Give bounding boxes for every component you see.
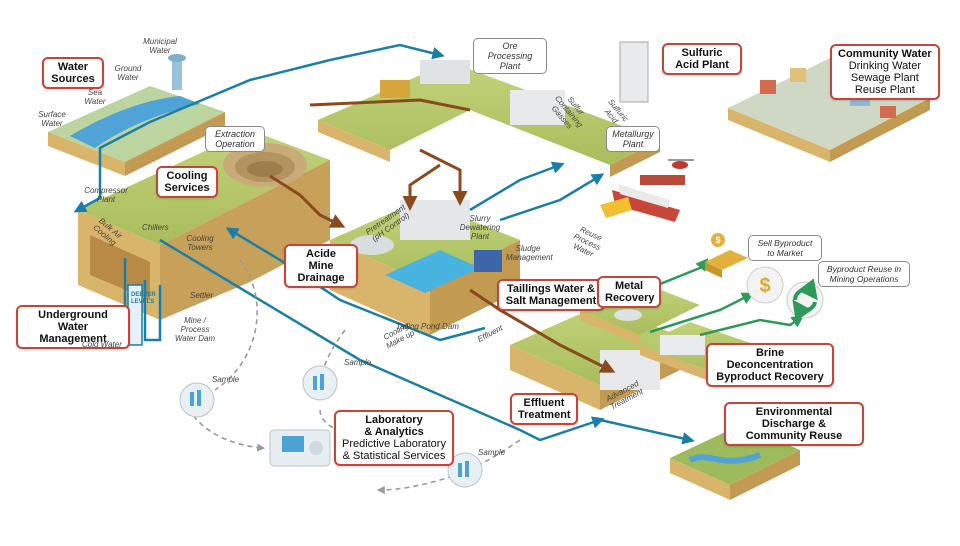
underground-water-text: Underground Water Management <box>38 309 108 345</box>
mine-process-dam-text: Mine / Process Water Dam <box>174 316 216 343</box>
community-water-title: Community Water <box>838 48 932 60</box>
byproduct-reuse-label[interactable]: Byproduct Reuse in Mining Operations <box>818 261 910 287</box>
recycle-icon <box>786 278 824 322</box>
acid-mine-drainage-label[interactable]: Acide Mine Drainage <box>284 244 358 288</box>
brine-deconcentration-label[interactable]: Brine Deconcentration Byproduct Recovery <box>706 343 834 387</box>
sample-vials-icon <box>179 382 215 418</box>
environmental-discharge-label[interactable]: Environmental Discharge & Community Reus… <box>724 402 864 446</box>
cold-water-text: Cold Water <box>82 340 122 349</box>
chillers-text: Chillers <box>142 223 169 232</box>
surface-water-text: Surface Water <box>38 110 66 128</box>
community-water-label[interactable]: Community Water Drinking Water Sewage Pl… <box>830 44 940 100</box>
sell-byproduct-text: Sell Byproduct to Market <box>757 238 813 258</box>
ship-icon <box>612 184 680 222</box>
ground-water-text: Ground Water <box>114 64 142 82</box>
community-water-line: Drinking Water <box>848 60 922 72</box>
effluent-treatment-label[interactable]: Effluent Treatment <box>510 393 578 425</box>
municipal-water-text: Municipal Water <box>143 37 177 55</box>
sludge-management-text: Sludge Management <box>506 244 553 262</box>
community-water-line: Sewage Plant <box>850 72 919 84</box>
water-sources-tile <box>48 54 225 176</box>
deeper-levels-text: DEEPER LEVELS <box>131 292 156 305</box>
metallurgy-plant-text: Metallurgy Plant <box>612 129 654 149</box>
sample-text: Sample <box>478 448 506 457</box>
laboratory-line: Predictive Laboratory <box>342 438 446 450</box>
water-sources-label[interactable]: Water Sources <box>42 57 104 89</box>
laboratory-title: Laboratory <box>365 414 423 426</box>
laboratory-line: & Statistical Services <box>342 450 446 462</box>
effluent-treatment-text: Effluent Treatment <box>518 397 571 421</box>
sell-byproduct-label[interactable]: Sell Byproduct to Market <box>748 235 822 261</box>
cooling-services-text: Cooling Services <box>164 170 210 194</box>
dollar-icon: $ <box>746 266 784 304</box>
tailing-pond-dam-text: Tailing Pond Dam <box>396 322 459 331</box>
metal-recovery-text: Metal Recovery <box>605 280 655 304</box>
underground-water-label[interactable]: Underground Water Management <box>16 305 130 349</box>
gold-bars-icon <box>705 250 748 278</box>
slurry-dewatering-text: Slurry Dewatering Plant <box>459 214 501 241</box>
acid-mine-drainage-text: Acide Mine Drainage <box>297 248 345 284</box>
byproduct-reuse-text: Byproduct Reuse in Mining Operations <box>826 264 902 284</box>
svg-text:$: $ <box>759 275 770 297</box>
water-flow-lines <box>73 43 695 445</box>
compressor-plant-text: Compressor Plant <box>84 186 128 204</box>
helicopter-icon <box>668 159 694 169</box>
metal-recovery-label[interactable]: Metal Recovery <box>597 276 661 308</box>
sample-vials-icon <box>302 365 338 401</box>
plant-ground-block <box>318 41 660 177</box>
sulfuric-acid-plant-text: Sulfuric Acid Plant <box>675 47 729 71</box>
tailings-water-label[interactable]: Taillings Water & Salt Management <box>497 279 605 311</box>
ore-processing-label[interactable]: Ore Processing Plant <box>473 38 547 74</box>
sulfuric-acid-plant-label[interactable]: Sulfuric Acid Plant <box>662 43 742 75</box>
brine-deconcentration-text: Brine Deconcentration Byproduct Recovery <box>716 347 824 383</box>
sample-vials-icon <box>447 452 483 488</box>
sample-text: Sample <box>344 358 372 367</box>
extraction-operation-label[interactable]: Extraction Operation <box>205 126 265 152</box>
ore-processing-text: Ore Processing Plant <box>487 41 533 71</box>
metal-recovery-ground-block <box>580 282 700 345</box>
metallurgy-plant-label[interactable]: Metallurgy Plant <box>606 126 660 152</box>
environmental-discharge-text: Environmental Discharge & Community Reus… <box>745 406 843 442</box>
lab-workstation-icon <box>269 429 331 467</box>
sample-text: Sample <box>212 375 240 384</box>
tailings-water-text: Taillings Water & Salt Management <box>505 283 597 307</box>
extraction-operation-text: Extraction Operation <box>214 129 256 149</box>
train-icon <box>640 175 685 185</box>
svg-text:$: $ <box>715 235 720 245</box>
cooling-services-label[interactable]: Cooling Services <box>156 166 218 198</box>
laboratory-label[interactable]: Laboratory & Analytics Predictive Labora… <box>334 410 454 466</box>
water-sources-text: Water Sources <box>51 61 95 85</box>
laboratory-line: & Analytics <box>364 426 424 438</box>
dollar-icon: $ <box>711 233 725 247</box>
cooling-towers-text: Cooling Towers <box>186 234 214 252</box>
truck-icon <box>600 197 632 218</box>
slurry-flow-lines <box>269 98 616 373</box>
settler-text: Settler <box>190 291 214 300</box>
community-water-line: Reuse Plant <box>854 84 915 96</box>
sea-water-text: Sea Water <box>84 88 106 106</box>
